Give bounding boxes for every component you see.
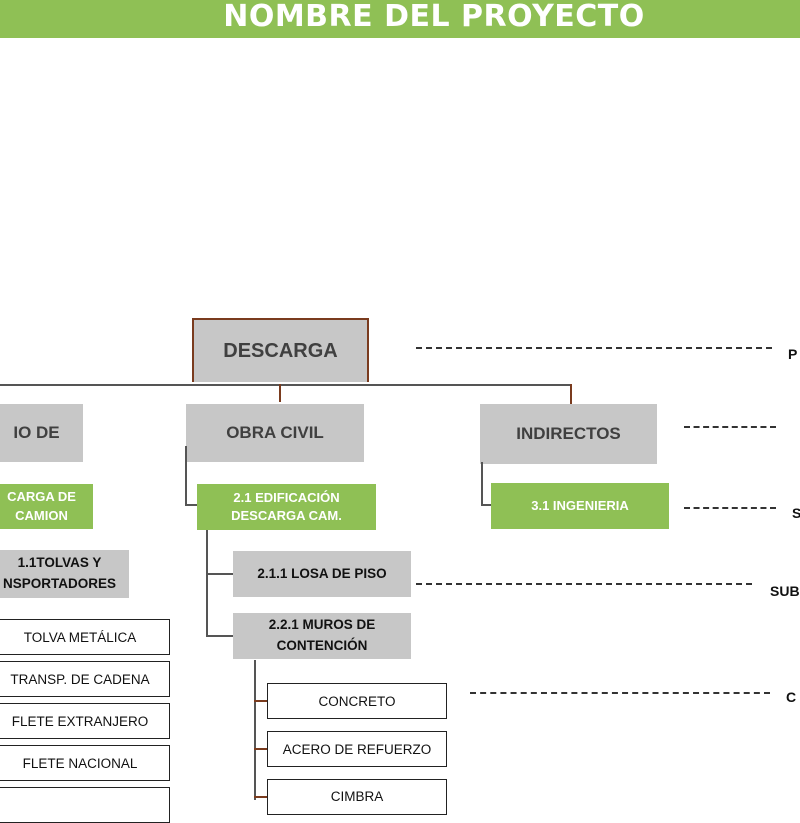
- green-edificacion-line1: 2.1 EDIFICACIÓN: [233, 489, 340, 505]
- left-item-transp[interactable]: TRANSP. DE CADENA: [0, 661, 170, 697]
- connector-root: [279, 384, 281, 402]
- muros-item-cimbra-label: CIMBRA: [330, 789, 384, 804]
- connector-indirectos-horizontal: [481, 504, 491, 506]
- branch-node-left[interactable]: IO DE: [0, 404, 83, 462]
- sub-muros-line2: CONTENCIÓN: [276, 638, 368, 653]
- branch-node-indirectos[interactable]: INDIRECTOS: [480, 404, 657, 464]
- branch-indirectos-label: INDIRECTOS: [516, 424, 621, 443]
- level-guide-5: [470, 692, 770, 694]
- connector-sub-muros: [206, 635, 233, 637]
- connector-concreto: [254, 700, 267, 702]
- root-node-label: DESCARGA: [223, 339, 338, 362]
- sub-item-losa[interactable]: 2.1.1 LOSA DE PISO: [233, 551, 411, 597]
- muros-item-concreto[interactable]: CONCRETO: [267, 683, 447, 719]
- branch-obra-civil-label: OBRA CIVIL: [226, 423, 324, 442]
- branch-node-obra-civil[interactable]: OBRA CIVIL: [186, 404, 364, 462]
- sub-item-left[interactable]: 1.1TOLVAS Y NSPORTADORES: [0, 550, 129, 598]
- project-title: NOMBRE DEL PROYECTO: [223, 0, 645, 34]
- left-item-flete-nacional[interactable]: FLETE NACIONAL: [0, 745, 170, 781]
- level-label-4: SUB: [770, 583, 800, 599]
- connector-civil-vertical: [185, 446, 187, 506]
- connector-indirectos: [570, 384, 572, 404]
- green-edificacion-line2: DESCARGA CAM.: [231, 508, 342, 523]
- sub-item-muros[interactable]: 2.2.1 MUROS DE CONTENCIÓN: [233, 613, 411, 659]
- left-item-transp-label: TRANSP. DE CADENA: [10, 671, 150, 687]
- level-label-3: S: [792, 505, 800, 521]
- muros-item-acero-label: ACERO DE REFUERZO: [282, 741, 432, 757]
- green-ingenieria-label: 3.1 INGENIERIA: [531, 497, 629, 513]
- title-banner: NOMBRE DEL PROYECTO: [0, 0, 800, 38]
- connector-indirectos-vertical: [481, 462, 483, 506]
- left-item-tolva-label: TOLVA METÁLICA: [23, 629, 137, 645]
- left-item-tolva[interactable]: TOLVA METÁLICA: [0, 619, 170, 655]
- level-guide-4: [416, 583, 752, 585]
- muros-item-acero[interactable]: ACERO DE REFUERZO: [267, 731, 447, 767]
- left-item-flete-nacional-label: FLETE NACIONAL: [22, 755, 138, 771]
- branch-left-label: IO DE: [13, 423, 60, 442]
- green-item-ingenieria[interactable]: 3.1 INGENIERIA: [491, 483, 669, 529]
- level-guide-3: [684, 507, 776, 509]
- green-left-line1: CARGA DE: [7, 489, 76, 505]
- connector-cimbra: [254, 796, 267, 798]
- left-item-extra[interactable]: [0, 787, 170, 823]
- left-item-flete-extranjero-label: FLETE EXTRANJERO: [11, 713, 149, 729]
- level-label-1: P: [788, 346, 798, 362]
- sub-losa-label: 2.1.1 LOSA DE PISO: [257, 565, 387, 581]
- green-left-line2: CAMION: [15, 507, 68, 523]
- green-item-left[interactable]: CARGA DE CAMION: [0, 484, 93, 529]
- level-guide-1: [416, 347, 772, 349]
- connector-muros-vertical: [254, 660, 256, 800]
- left-item-flete-extranjero[interactable]: FLETE EXTRANJERO: [0, 703, 170, 739]
- level-guide-2: [684, 426, 776, 428]
- level-label-5: C: [786, 689, 797, 705]
- connector-acero: [254, 748, 267, 750]
- green-item-edificacion[interactable]: 2.1 EDIFICACIÓN DESCARGA CAM.: [197, 484, 376, 530]
- sub-left-line1: 1.1TOLVAS Y: [17, 555, 102, 571]
- connector-sub-vertical: [206, 530, 208, 636]
- root-node[interactable]: DESCARGA: [192, 318, 369, 382]
- root-horizontal-connector: [0, 384, 572, 386]
- connector-sub-losa: [206, 573, 233, 575]
- sub-left-line2: NSPORTADORES: [2, 576, 116, 591]
- muros-item-concreto-label: CONCRETO: [318, 693, 396, 709]
- muros-item-cimbra[interactable]: CIMBRA: [267, 779, 447, 815]
- sub-muros-line1: 2.2.1 MUROS DE: [268, 617, 376, 633]
- connector-civil-horizontal: [185, 504, 198, 506]
